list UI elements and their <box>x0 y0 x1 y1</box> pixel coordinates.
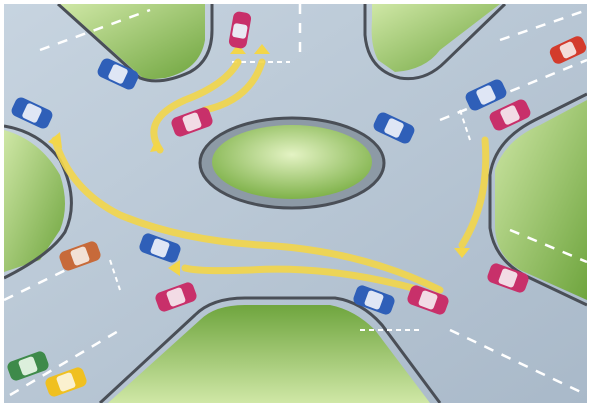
roundabout-island <box>212 125 372 199</box>
